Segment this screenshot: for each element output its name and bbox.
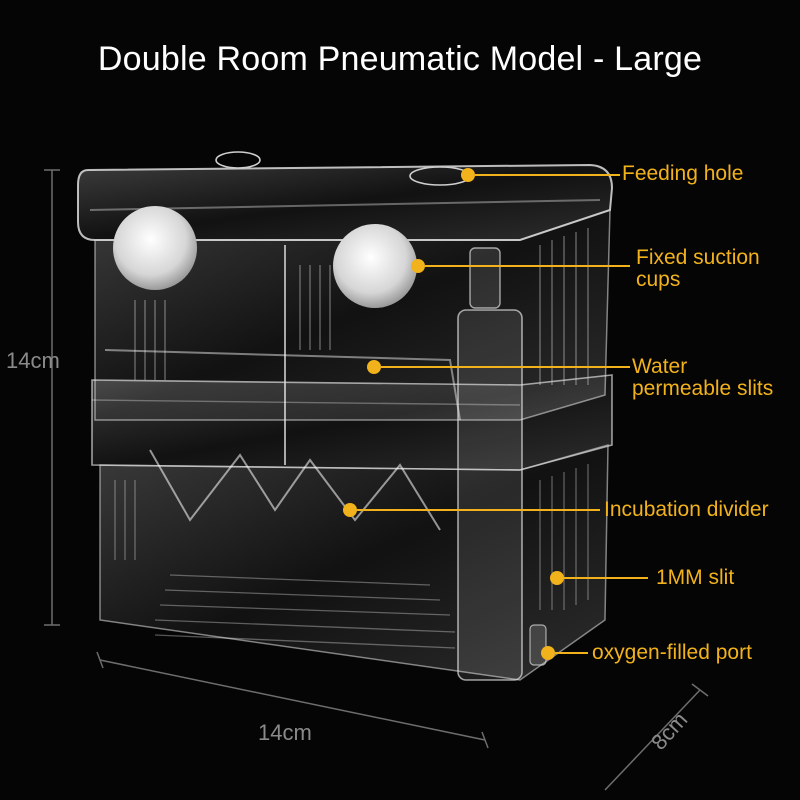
suction-cup-icon (113, 206, 417, 308)
callout-suction-cups-line1: Fixed suction (636, 246, 760, 269)
callout-divider-leader (343, 503, 600, 517)
box-lid (77, 163, 614, 241)
callout-feeding-hole-leader (461, 168, 620, 182)
callout-1mm-slit: 1MM slit (656, 566, 735, 589)
callout-oxygen-port-leader (541, 646, 588, 660)
callout-divider: Incubation divider (604, 498, 769, 521)
callout-suction-cups-line2: cups (636, 268, 681, 291)
callout-slits-leader (367, 360, 630, 374)
middle-band (91, 374, 613, 471)
width-dimension-line (96, 651, 489, 749)
page-title: Double Room Pneumatic Model - Large (97, 40, 703, 78)
lower-chamber (99, 444, 609, 681)
height-dimension-line (44, 169, 60, 626)
callout-1mm-slit-leader (550, 571, 648, 585)
callout-oxygen-port: oxygen-filled port (592, 641, 752, 664)
height-dimension-label: 14cm (6, 348, 60, 373)
width-dimension-label: 14cm (258, 720, 312, 745)
callout-slits-line1: Water (632, 355, 688, 378)
callout-slits-line2: permeable slits (632, 377, 774, 400)
depth-dimension-line (604, 683, 709, 791)
callout-slits: Water permeable slits (632, 356, 773, 400)
callout-suction-cups-leader (411, 259, 630, 273)
callout-feeding-hole: Feeding hole (622, 162, 744, 185)
callout-suction-cups: Fixed suction cups (636, 247, 760, 291)
air-tube (457, 247, 547, 681)
